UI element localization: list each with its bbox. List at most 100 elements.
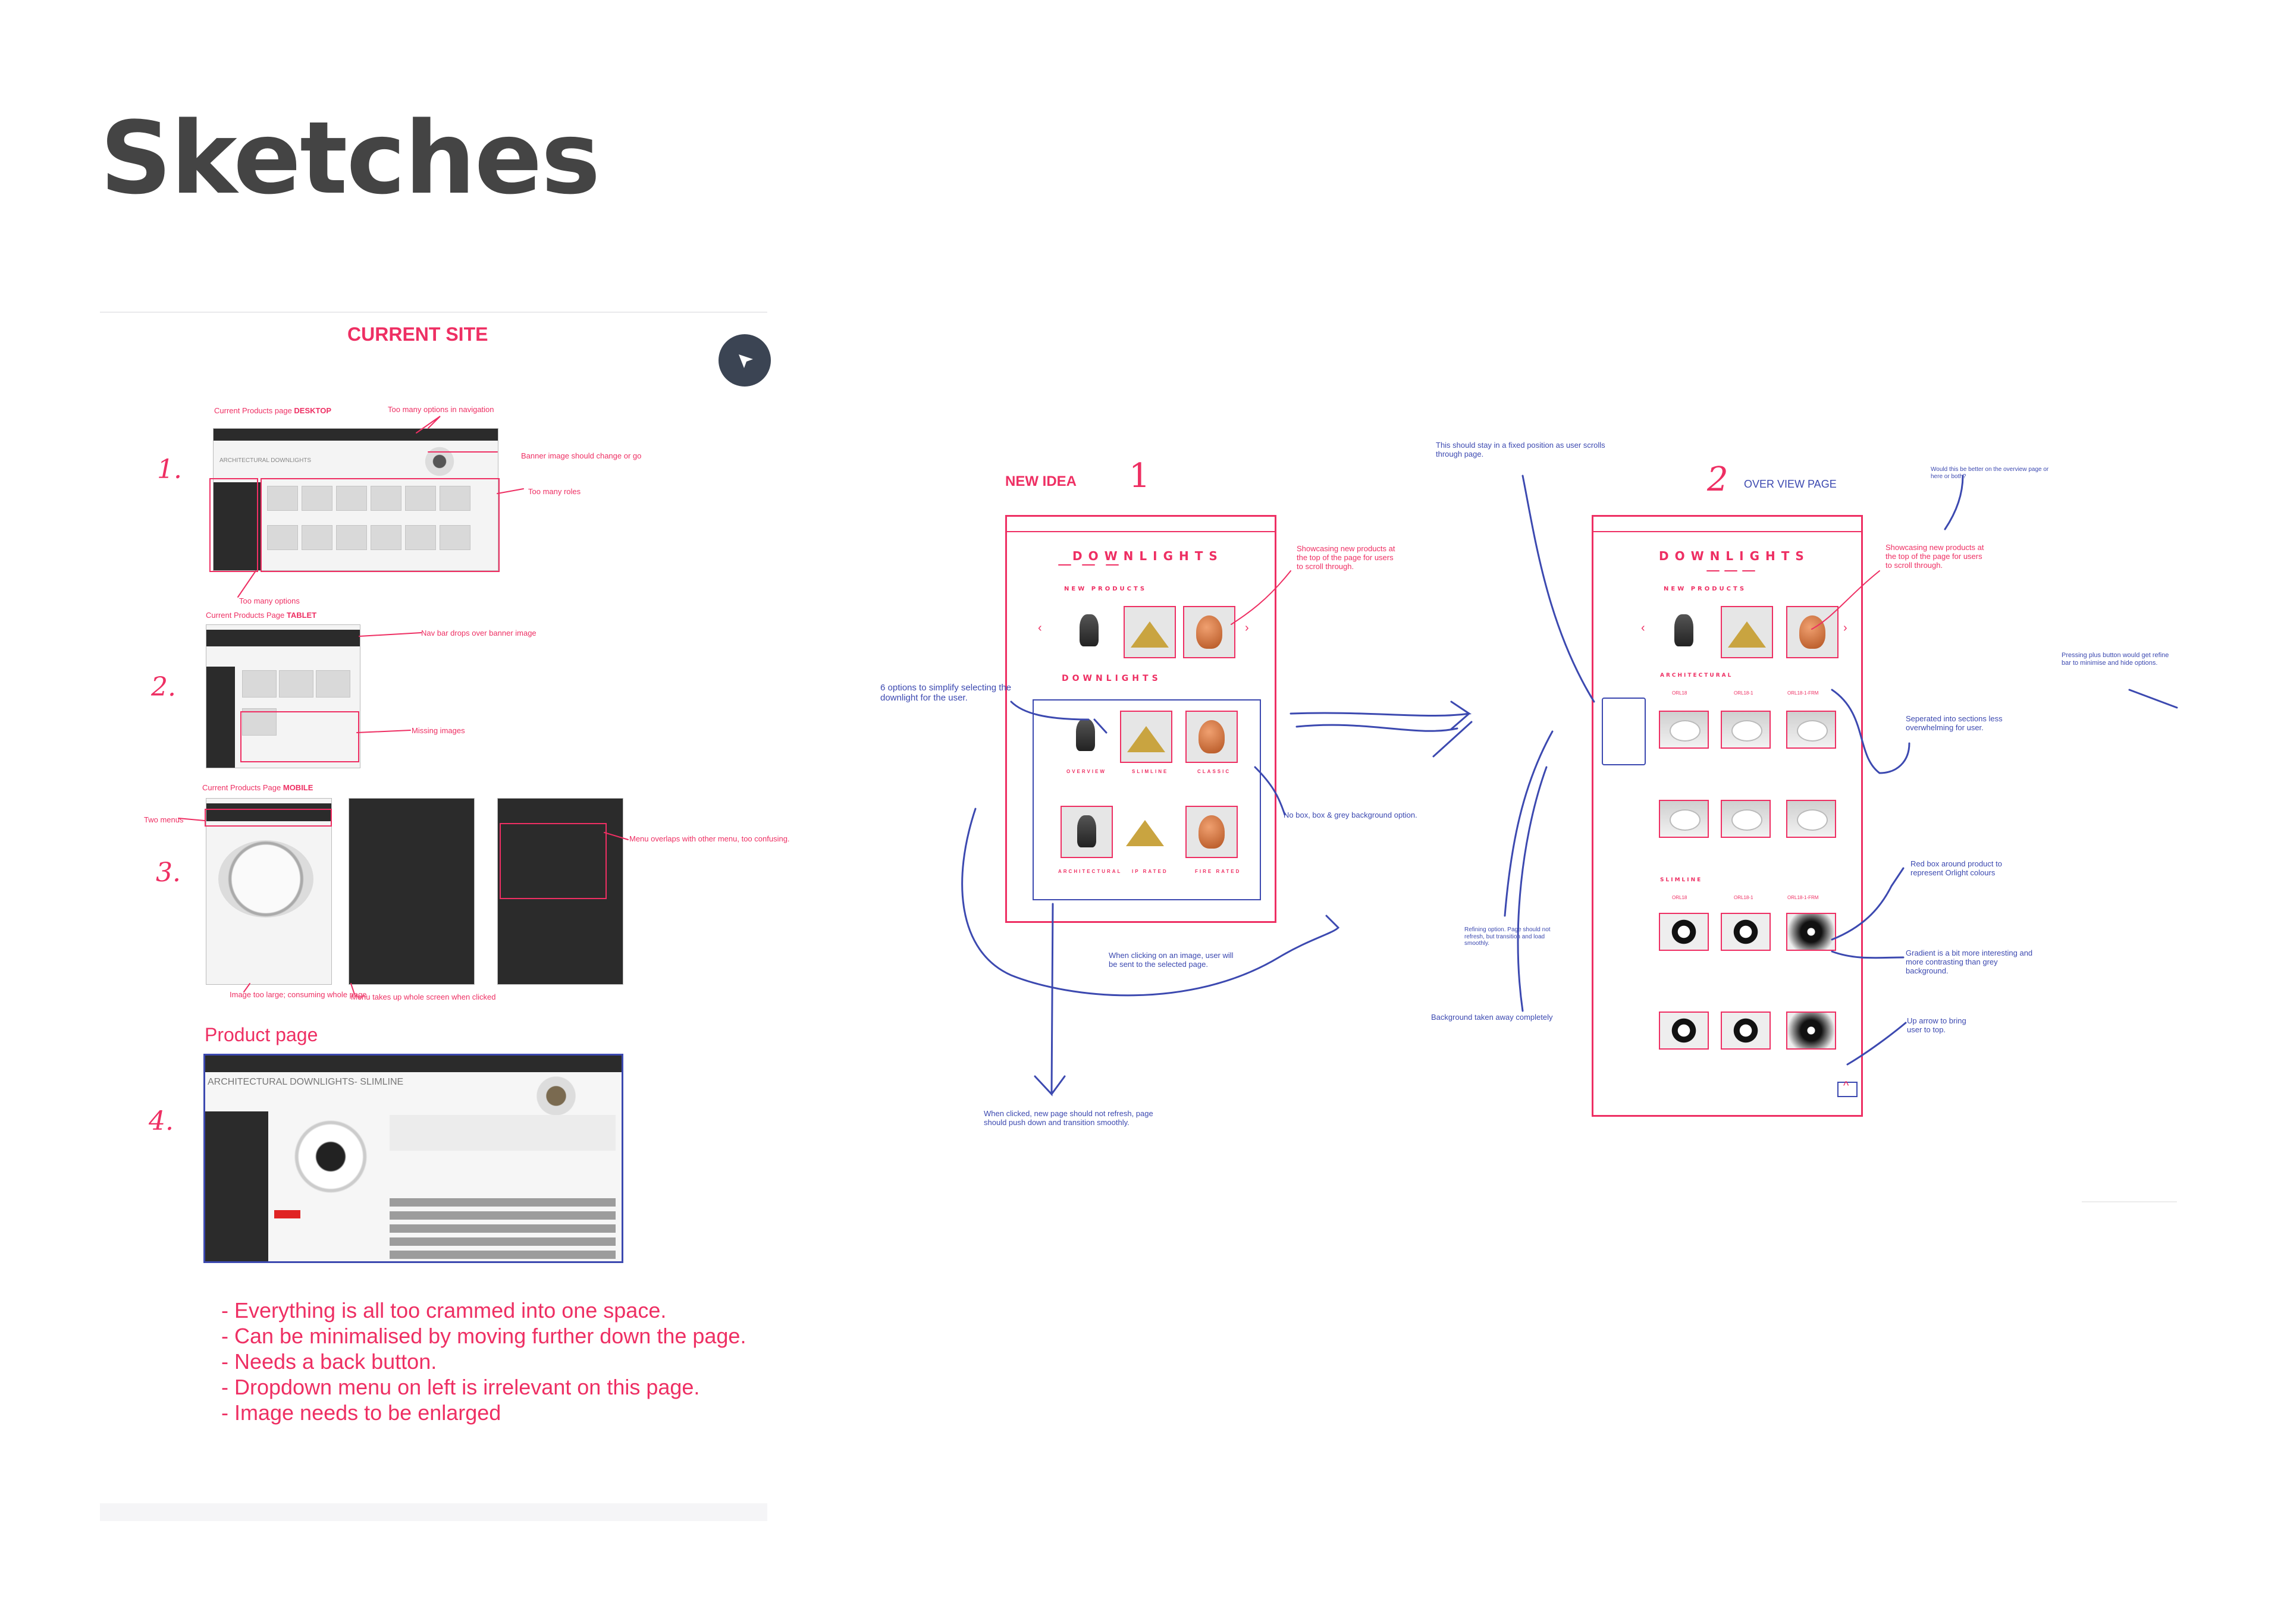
new-product-item[interactable]	[1124, 606, 1176, 658]
tablet-screenshot	[206, 624, 360, 768]
product-page-screenshot: ARCHITECTURAL DOWNLIGHTS- SLIMLINE	[203, 1054, 623, 1263]
overview-note-red-box: Red box around product to represent Orli…	[1910, 859, 2002, 877]
col-title: ORL18	[1672, 895, 1687, 900]
refine-sidebar[interactable]	[1602, 698, 1646, 765]
product-card[interactable]	[1721, 800, 1771, 838]
issue-item: - Can be minimalised by moving further d…	[221, 1324, 746, 1348]
overview-heading: OVER VIEW PAGE	[1744, 478, 1837, 490]
category-label: ARCHITECTURAL	[1058, 869, 1122, 874]
col-title: ORL18	[1672, 690, 1687, 696]
category-overview[interactable]	[1061, 711, 1110, 761]
issue-item: - Dropdown menu on left is irrelevant on…	[221, 1375, 700, 1399]
mobile-screenshot-1	[206, 798, 332, 985]
overview-note-refining: Refining option. Page should not refresh…	[1464, 926, 1551, 947]
new-product-item[interactable]	[1721, 606, 1773, 658]
product-card[interactable]	[1721, 913, 1771, 951]
chevron-up-icon: ^	[1843, 1079, 1849, 1092]
product-card[interactable]	[1786, 913, 1836, 951]
product-card[interactable]	[1786, 711, 1836, 749]
new-idea-note-no-refresh: When clicked, new page should not refres…	[984, 1109, 1153, 1127]
page-title: Sketches	[100, 100, 601, 216]
product-page-subheading: ARCHITECTURAL DOWNLIGHTS- SLIMLINE	[208, 1077, 404, 1087]
new-idea-number: 1	[1129, 457, 1150, 495]
category-label: FIRE RATED	[1195, 869, 1241, 874]
product-page-heading: Product page	[205, 1024, 318, 1045]
overview-note-better: Would this be better on the overview pag…	[1931, 466, 2049, 480]
new-idea-wf-new-products: NEW PRODUCTS	[1064, 586, 1147, 592]
product-page-number: 4.	[149, 1106, 174, 1136]
mobile-note-image: Image too large; consuming whole page	[230, 990, 367, 999]
desktop-note-nav: Too many options in navigation	[388, 405, 494, 414]
new-idea-note-click-image: When clicking on an image, user will be …	[1109, 951, 1234, 969]
tablet-caption: Current Products Page TABLET	[206, 611, 317, 620]
overview-note-background: Background taken away completely	[1431, 1013, 1553, 1022]
new-product-item[interactable]	[1659, 606, 1709, 656]
overview-number: 2	[1707, 460, 1728, 499]
product-card[interactable]	[1721, 1012, 1771, 1050]
cursor-arrow-icon	[739, 354, 753, 368]
product-card[interactable]	[1721, 711, 1771, 749]
overview-wf-heading: DOWNLIGHTS	[1659, 549, 1810, 563]
product-card[interactable]	[1786, 1012, 1836, 1050]
mobile-number: 3.	[156, 857, 181, 888]
tablet-note-missing: Missing images	[412, 726, 465, 735]
overview-note-fixed: This should stay in a fixed position as …	[1436, 441, 1605, 458]
product-card[interactable]	[1659, 913, 1709, 951]
cursor-button[interactable]	[719, 334, 771, 387]
overview-wireframe: DOWNLIGHTS NEW PRODUCTS ‹ › ARCHITECTURA…	[1592, 515, 1863, 1117]
back-to-top-button[interactable]: ^	[1837, 1079, 1858, 1097]
chevron-right-icon[interactable]: ›	[1843, 621, 1847, 634]
new-product-item[interactable]	[1786, 606, 1839, 658]
col-title: ORL18-1	[1734, 690, 1753, 696]
category-fire-rated[interactable]	[1185, 806, 1238, 858]
desktop-note-roles: Too many roles	[528, 487, 581, 496]
product-card[interactable]	[1786, 800, 1836, 838]
overview-note-showcase: Showcasing new products at the top of th…	[1885, 543, 1984, 570]
col-title: ORL18-1	[1734, 895, 1753, 900]
tablet-note-navbar: Nav bar drops over banner image	[421, 629, 537, 637]
product-card[interactable]	[1659, 800, 1709, 838]
issue-item: - Image needs to be enlarged	[221, 1400, 501, 1425]
chevron-right-icon[interactable]: ›	[1245, 621, 1249, 634]
overview-note-gradient: Gradient is a bit more interesting and m…	[1906, 948, 2033, 975]
chevron-left-icon[interactable]: ‹	[1038, 621, 1042, 634]
new-idea-heading: NEW IDEA	[1005, 473, 1077, 489]
mobile-screenshot-2	[349, 798, 475, 985]
new-idea-wf-downlights: DOWNLIGHTS	[1062, 674, 1162, 683]
mobile-note-menu: Menu takes up whole screen when clicked	[351, 992, 496, 1001]
current-site-heading: CURRENT SITE	[347, 323, 488, 345]
desktop-caption: Current Products page DESKTOP	[214, 406, 332, 415]
issue-item: - Everything is all too crammed into one…	[221, 1298, 667, 1323]
category-label: OVERVIEW	[1066, 769, 1106, 774]
category-label: SLIMLINE	[1132, 769, 1169, 774]
col-title: ORL18-1-FRM	[1787, 690, 1819, 696]
new-idea-note-no-box: No box, box & grey background option.	[1284, 811, 1417, 819]
category-slimline[interactable]	[1120, 711, 1172, 763]
category-label: CLASSIC	[1197, 769, 1231, 774]
col-title: ORL18-1-FRM	[1787, 895, 1819, 900]
product-card[interactable]	[1659, 711, 1709, 749]
new-idea-note-showcase: Showcasing new products at the top of th…	[1297, 544, 1395, 571]
category-architectural[interactable]	[1061, 806, 1113, 858]
overview-note-sections: Seperated into sections less overwhelmin…	[1906, 714, 2003, 732]
issue-item: - Needs a back button.	[221, 1349, 437, 1374]
tablet-number: 2.	[151, 672, 176, 702]
desktop-note-options: Too many options	[239, 596, 300, 605]
category-ip-rated[interactable]	[1120, 806, 1170, 856]
mobile-caption: Current Products Page MOBILE	[202, 783, 313, 792]
section-architectural: ARCHITECTURAL	[1660, 673, 1733, 679]
new-idea-wireframe: DOWNLIGHTS NEW PRODUCTS ‹ › DOWNLIGHTS O…	[1005, 515, 1276, 923]
product-card[interactable]	[1659, 1012, 1709, 1050]
new-product-item[interactable]	[1064, 606, 1114, 656]
current-site-issues-list: - Everything is all too crammed into one…	[221, 1298, 746, 1425]
chevron-left-icon[interactable]: ‹	[1641, 621, 1645, 634]
overview-wf-new-products: NEW PRODUCTS	[1664, 586, 1747, 592]
new-idea-wf-heading: DOWNLIGHTS	[1072, 549, 1223, 563]
desktop-page-heading: ARCHITECTURAL DOWNLIGHTS	[219, 457, 312, 464]
desktop-number: 1.	[157, 454, 182, 485]
new-idea-note-six-options: 6 options to simplify selecting the down…	[880, 683, 1012, 703]
category-label: IP RATED	[1132, 869, 1168, 874]
new-product-item[interactable]	[1183, 606, 1235, 658]
category-classic[interactable]	[1185, 711, 1238, 763]
mobile-screenshot-3	[497, 798, 623, 985]
